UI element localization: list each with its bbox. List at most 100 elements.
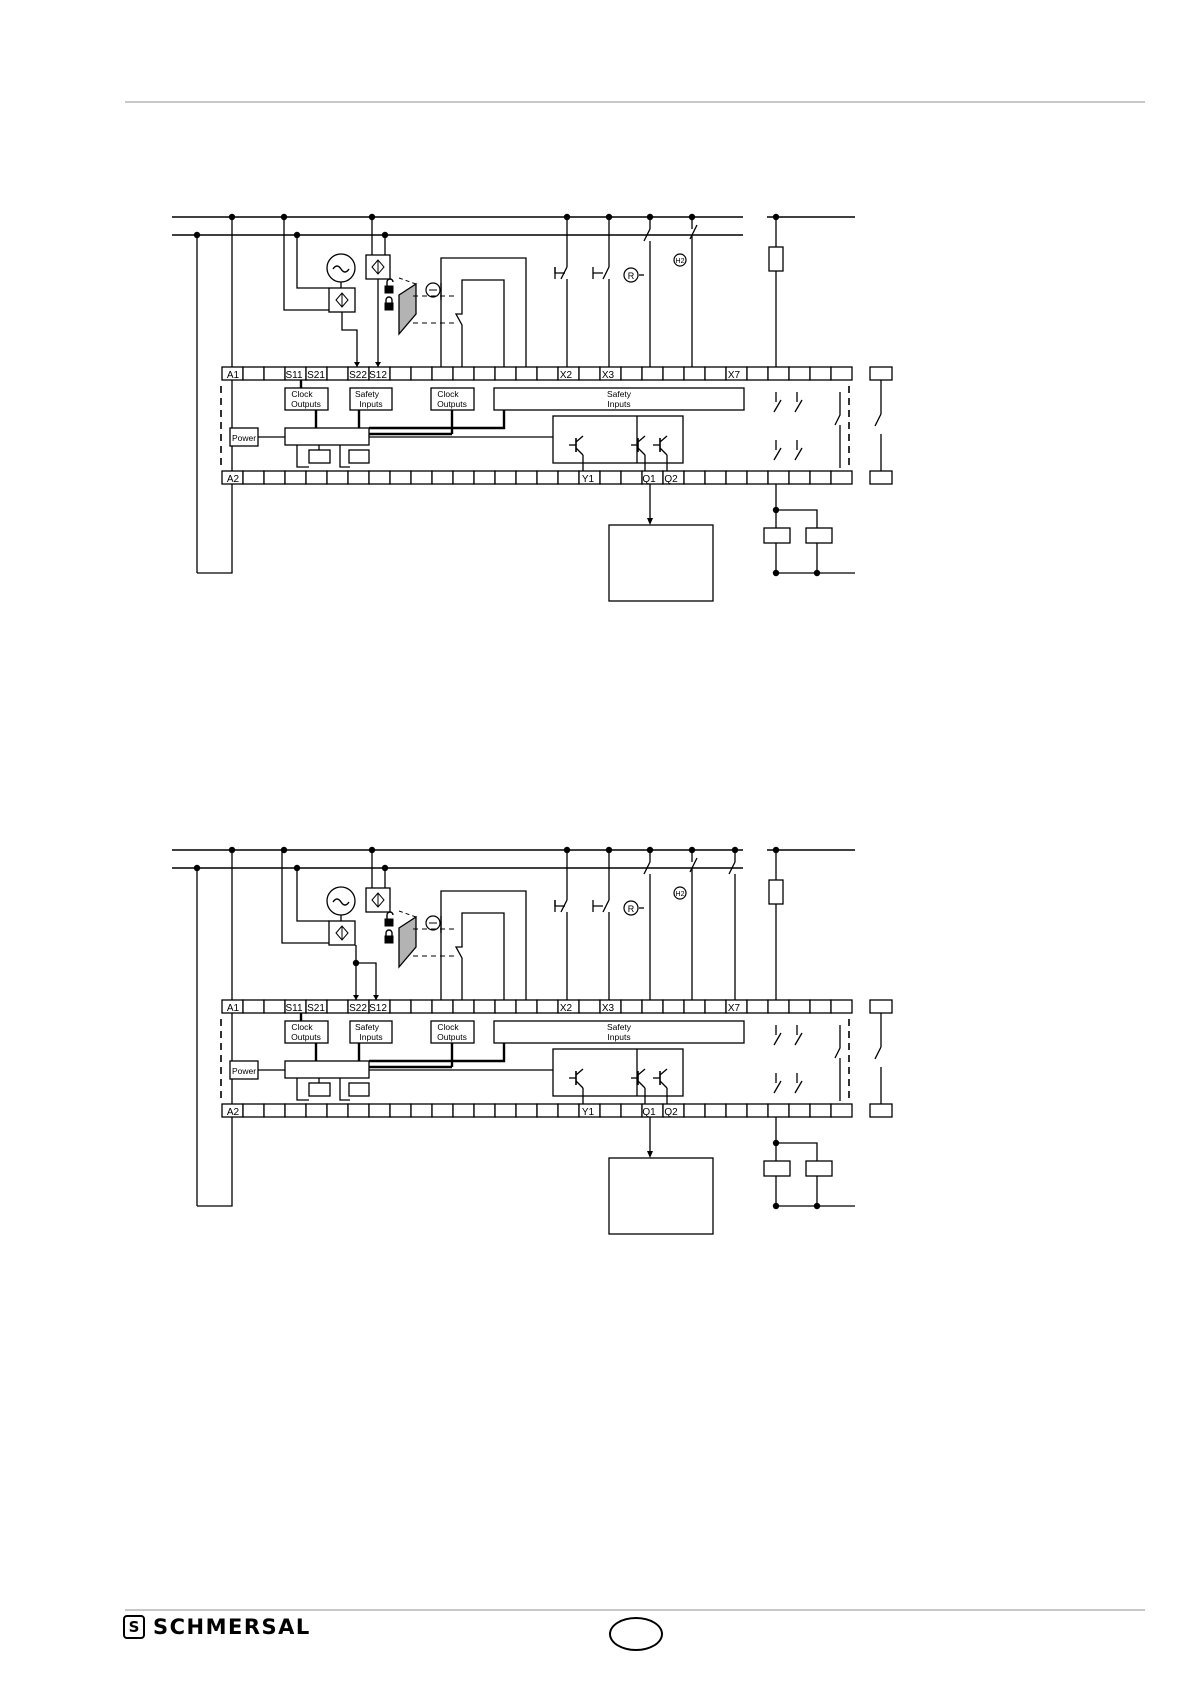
reset-label: R — [628, 904, 635, 914]
terminal-top — [390, 1000, 411, 1013]
terminal-label-s12: S12 — [369, 1003, 387, 1014]
terminal-bottom-extra — [870, 471, 892, 484]
terminal-top — [516, 1000, 537, 1013]
relay-contact-1 — [774, 448, 781, 460]
terminal-label-y1: Y1 — [582, 1107, 595, 1118]
sensor-wire — [356, 945, 376, 1000]
terminal-top — [831, 367, 852, 380]
junction-dot — [353, 960, 359, 966]
terminal-label-s21: S21 — [307, 1003, 325, 1014]
start-button-x2 — [555, 267, 565, 273]
arrow-head — [354, 362, 360, 367]
relay-contact-1 — [774, 1033, 781, 1045]
terminal-top — [831, 1000, 852, 1013]
contactor-coil-2 — [806, 1161, 832, 1176]
arrow-head — [375, 362, 381, 367]
terminal-bottom — [432, 471, 453, 484]
terminal-label-s11: S11 — [285, 1003, 302, 1014]
terminal-bottom — [537, 1104, 558, 1117]
terminal-bottom — [453, 1104, 474, 1117]
terminal-bottom — [831, 471, 852, 484]
terminal-bottom — [390, 471, 411, 484]
terminal-top — [327, 1000, 348, 1013]
terminal-top — [684, 1000, 705, 1013]
fuse-icon — [769, 880, 783, 904]
contactor-coil-1 — [764, 1161, 790, 1176]
contactor-coil-2 — [806, 528, 832, 543]
terminal-bottom — [558, 471, 579, 484]
unlock-icon — [385, 286, 393, 293]
reset-label: R — [628, 271, 635, 281]
footer-rule — [125, 1609, 1145, 1611]
schmersal-logo-icon: S — [123, 1615, 145, 1639]
unlock-icon — [387, 912, 393, 919]
terminal-bottom — [348, 1104, 369, 1117]
terminal-bottom — [789, 471, 810, 484]
terminal-label-q2: Q2 — [664, 1107, 678, 1118]
terminal-bottom — [747, 1104, 768, 1117]
guard-actuator — [399, 284, 416, 334]
terminal-top — [432, 367, 453, 380]
junction-dot — [229, 847, 235, 853]
terminal-top — [411, 1000, 432, 1013]
lock-icon — [386, 930, 392, 936]
relay-contact-1 — [774, 400, 781, 412]
terminal-top — [810, 1000, 831, 1013]
clock-outputs-label: Outputs — [437, 1032, 467, 1042]
safety-inputs-label: Safety — [607, 389, 632, 399]
terminal-bottom — [600, 1104, 621, 1117]
terminal-bottom — [243, 1104, 264, 1117]
door-switch-wire — [456, 280, 504, 367]
terminal-top — [768, 1000, 789, 1013]
terminal-bottom — [285, 471, 306, 484]
terminal-top — [453, 1000, 474, 1013]
wiring-diagram-2: A1S11S21S22S12X2X3X7A2Y1Q1Q2ClockOutputs… — [0, 823, 1192, 1243]
safety-inputs-label: Inputs — [359, 1032, 382, 1042]
lamp-contact — [690, 858, 697, 872]
relay-contact-3 — [835, 392, 840, 425]
terminal-top — [642, 1000, 663, 1013]
terminal-bottom — [516, 1104, 537, 1117]
terminal-bottom — [810, 1104, 831, 1117]
lock-icon — [386, 297, 392, 303]
clock-outputs-label: Clock — [291, 389, 313, 399]
language-oval — [609, 1617, 663, 1651]
logic-block — [285, 428, 369, 445]
terminal-top — [621, 367, 642, 380]
relay-contact-1 — [774, 1081, 781, 1093]
terminal-label-a2: A2 — [227, 1107, 240, 1118]
terminal-label-s21: S21 — [307, 370, 325, 381]
lamp-label: H2 — [676, 891, 685, 898]
terminal-top — [474, 1000, 495, 1013]
terminal-bottom — [243, 471, 264, 484]
junction-dot — [773, 847, 779, 853]
terminal-bottom — [705, 471, 726, 484]
terminal-label-s22: S22 — [349, 1003, 367, 1014]
button-x3 — [603, 900, 609, 912]
arrow-head — [353, 995, 359, 1000]
clock-outputs-label: Clock — [437, 389, 459, 399]
junction-dot — [773, 214, 779, 220]
bus-wire — [369, 1043, 504, 1061]
safety-inputs-label: Inputs — [607, 1032, 630, 1042]
terminal-bottom — [705, 1104, 726, 1117]
clock-outputs-label: Clock — [437, 1022, 459, 1032]
load-box — [609, 1158, 713, 1234]
terminal-bottom — [432, 1104, 453, 1117]
terminal-label-q2: Q2 — [664, 474, 678, 485]
terminal-bottom — [684, 471, 705, 484]
lock-icon — [385, 936, 393, 943]
terminal-label-x7: X7 — [728, 1003, 741, 1014]
clock-outputs-label: Outputs — [291, 399, 321, 409]
terminal-top — [243, 1000, 264, 1013]
start-button-x2 — [555, 900, 565, 906]
terminal-bottom — [495, 1104, 516, 1117]
terminal-top — [495, 1000, 516, 1013]
terminal-bottom — [474, 471, 495, 484]
terminal-bottom — [537, 471, 558, 484]
terminal-top-extra — [870, 1000, 892, 1013]
fuse-icon — [769, 247, 783, 271]
terminal-top — [327, 367, 348, 380]
terminal-bottom — [789, 1104, 810, 1117]
terminal-bottom — [810, 471, 831, 484]
